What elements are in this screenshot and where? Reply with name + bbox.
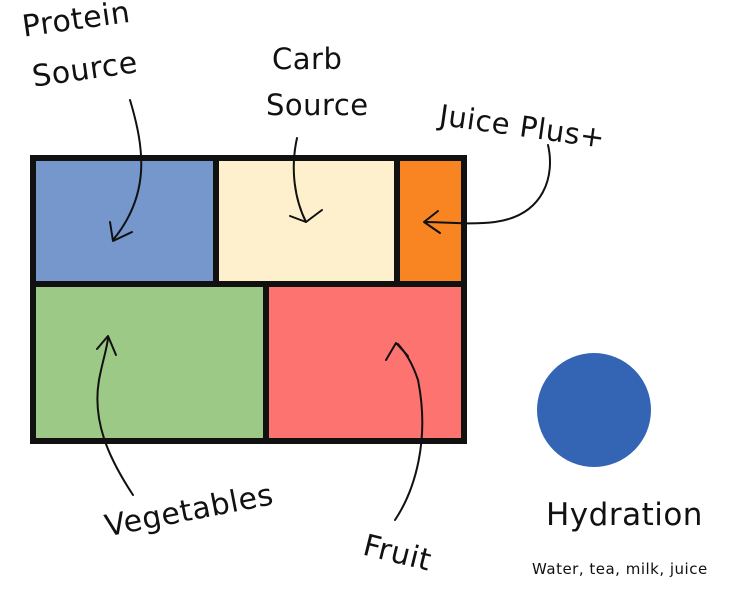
hydration-caption: Water, tea, milk, juice <box>532 560 708 578</box>
juice-arrow <box>424 144 551 225</box>
plate-borders <box>30 155 467 444</box>
protein-section <box>33 158 216 284</box>
fruit-section <box>266 284 464 441</box>
protein-arrow <box>112 99 143 241</box>
arrows <box>96 99 551 521</box>
protein-arrow-head <box>109 221 133 242</box>
fruit-arrow-head <box>385 342 409 361</box>
hydration-circle <box>537 353 651 467</box>
juice-plus-section <box>397 158 464 284</box>
vegetables-arrow <box>96 337 134 496</box>
carb-arrow <box>292 137 307 223</box>
juice-arrow-head <box>423 210 441 234</box>
hydration-label: Hydration <box>546 497 703 533</box>
vegetables-arrow-head <box>96 335 117 356</box>
carb-label-line1: Carb <box>272 42 343 76</box>
vegetables-section <box>33 284 266 441</box>
carb-label-line2: Source <box>266 88 369 122</box>
carb-arrow-head <box>289 209 323 223</box>
